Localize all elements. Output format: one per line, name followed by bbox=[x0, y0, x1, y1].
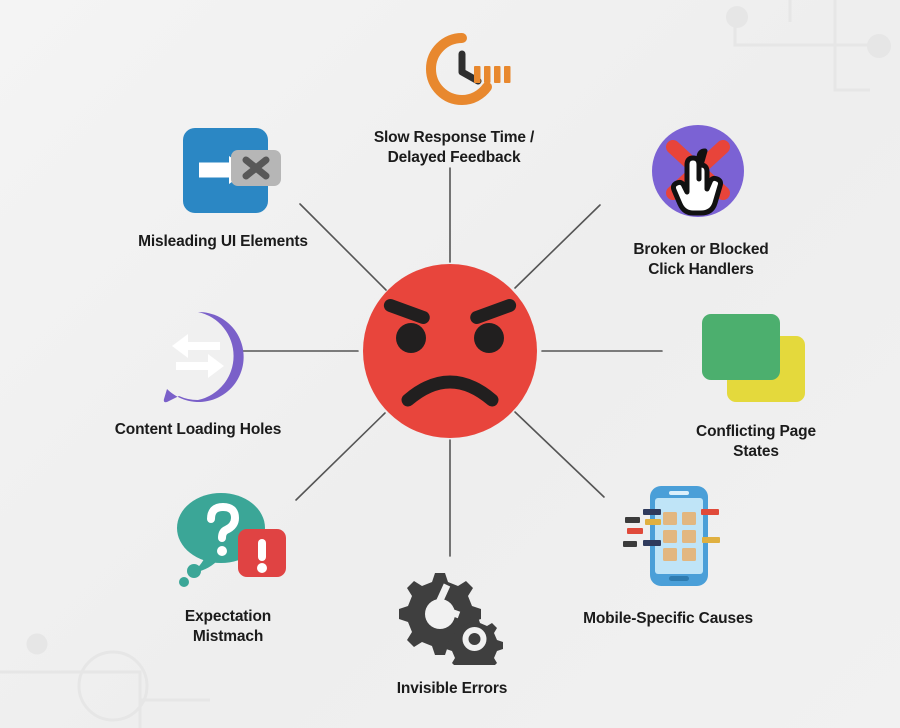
node-label: Content Loading Holes bbox=[114, 421, 282, 438]
node-label: Slow Response Time / Delayed Feedback bbox=[373, 129, 535, 167]
node-label: Expectation Mistmach bbox=[184, 608, 272, 646]
node-label: Misleading UI Elements bbox=[138, 233, 308, 250]
stacked-squares-icon bbox=[694, 308, 819, 413]
connector-expectation-mismatch bbox=[295, 412, 386, 501]
connector-misleading-ui bbox=[299, 203, 387, 291]
connector-broken-click bbox=[514, 204, 601, 289]
exchange-bubble-icon bbox=[146, 306, 251, 411]
angry-face-icon bbox=[363, 264, 537, 438]
arrow-button-close-icon bbox=[163, 118, 283, 223]
node-label: Conflicting Page States bbox=[696, 423, 816, 461]
connector-mobile-specific bbox=[514, 411, 605, 498]
node-conflicting-page-states[interactable]: Conflicting Page States bbox=[641, 308, 871, 463]
node-misleading-ui[interactable]: Misleading UI Elements bbox=[108, 118, 338, 252]
question-alert-bubble-icon bbox=[163, 483, 293, 598]
node-invisible-errors[interactable]: Invisible Errors bbox=[337, 565, 567, 699]
node-broken-click-handlers[interactable]: Broken or Blocked Click Handlers bbox=[586, 121, 816, 281]
node-label: Broken or Blocked Click Handlers bbox=[633, 241, 769, 279]
node-mobile-specific-causes[interactable]: Mobile-Specific Causes bbox=[553, 480, 783, 629]
connector-lines bbox=[240, 167, 663, 557]
smartphone-glitch-icon bbox=[603, 480, 733, 600]
broken-gears-icon bbox=[397, 565, 507, 674]
node-content-loading-holes[interactable]: Content Loading Holes bbox=[83, 306, 313, 440]
node-expectation-mismatch[interactable]: Expectation Mistmach bbox=[113, 483, 343, 648]
blocked-cursor-icon bbox=[646, 121, 756, 231]
node-slow-response[interactable]: Slow Response Time / Delayed Feedback bbox=[339, 24, 569, 169]
node-label: Invisible Errors bbox=[396, 680, 508, 697]
clock-loading-icon bbox=[394, 24, 514, 119]
node-label: Mobile-Specific Causes bbox=[583, 610, 753, 627]
